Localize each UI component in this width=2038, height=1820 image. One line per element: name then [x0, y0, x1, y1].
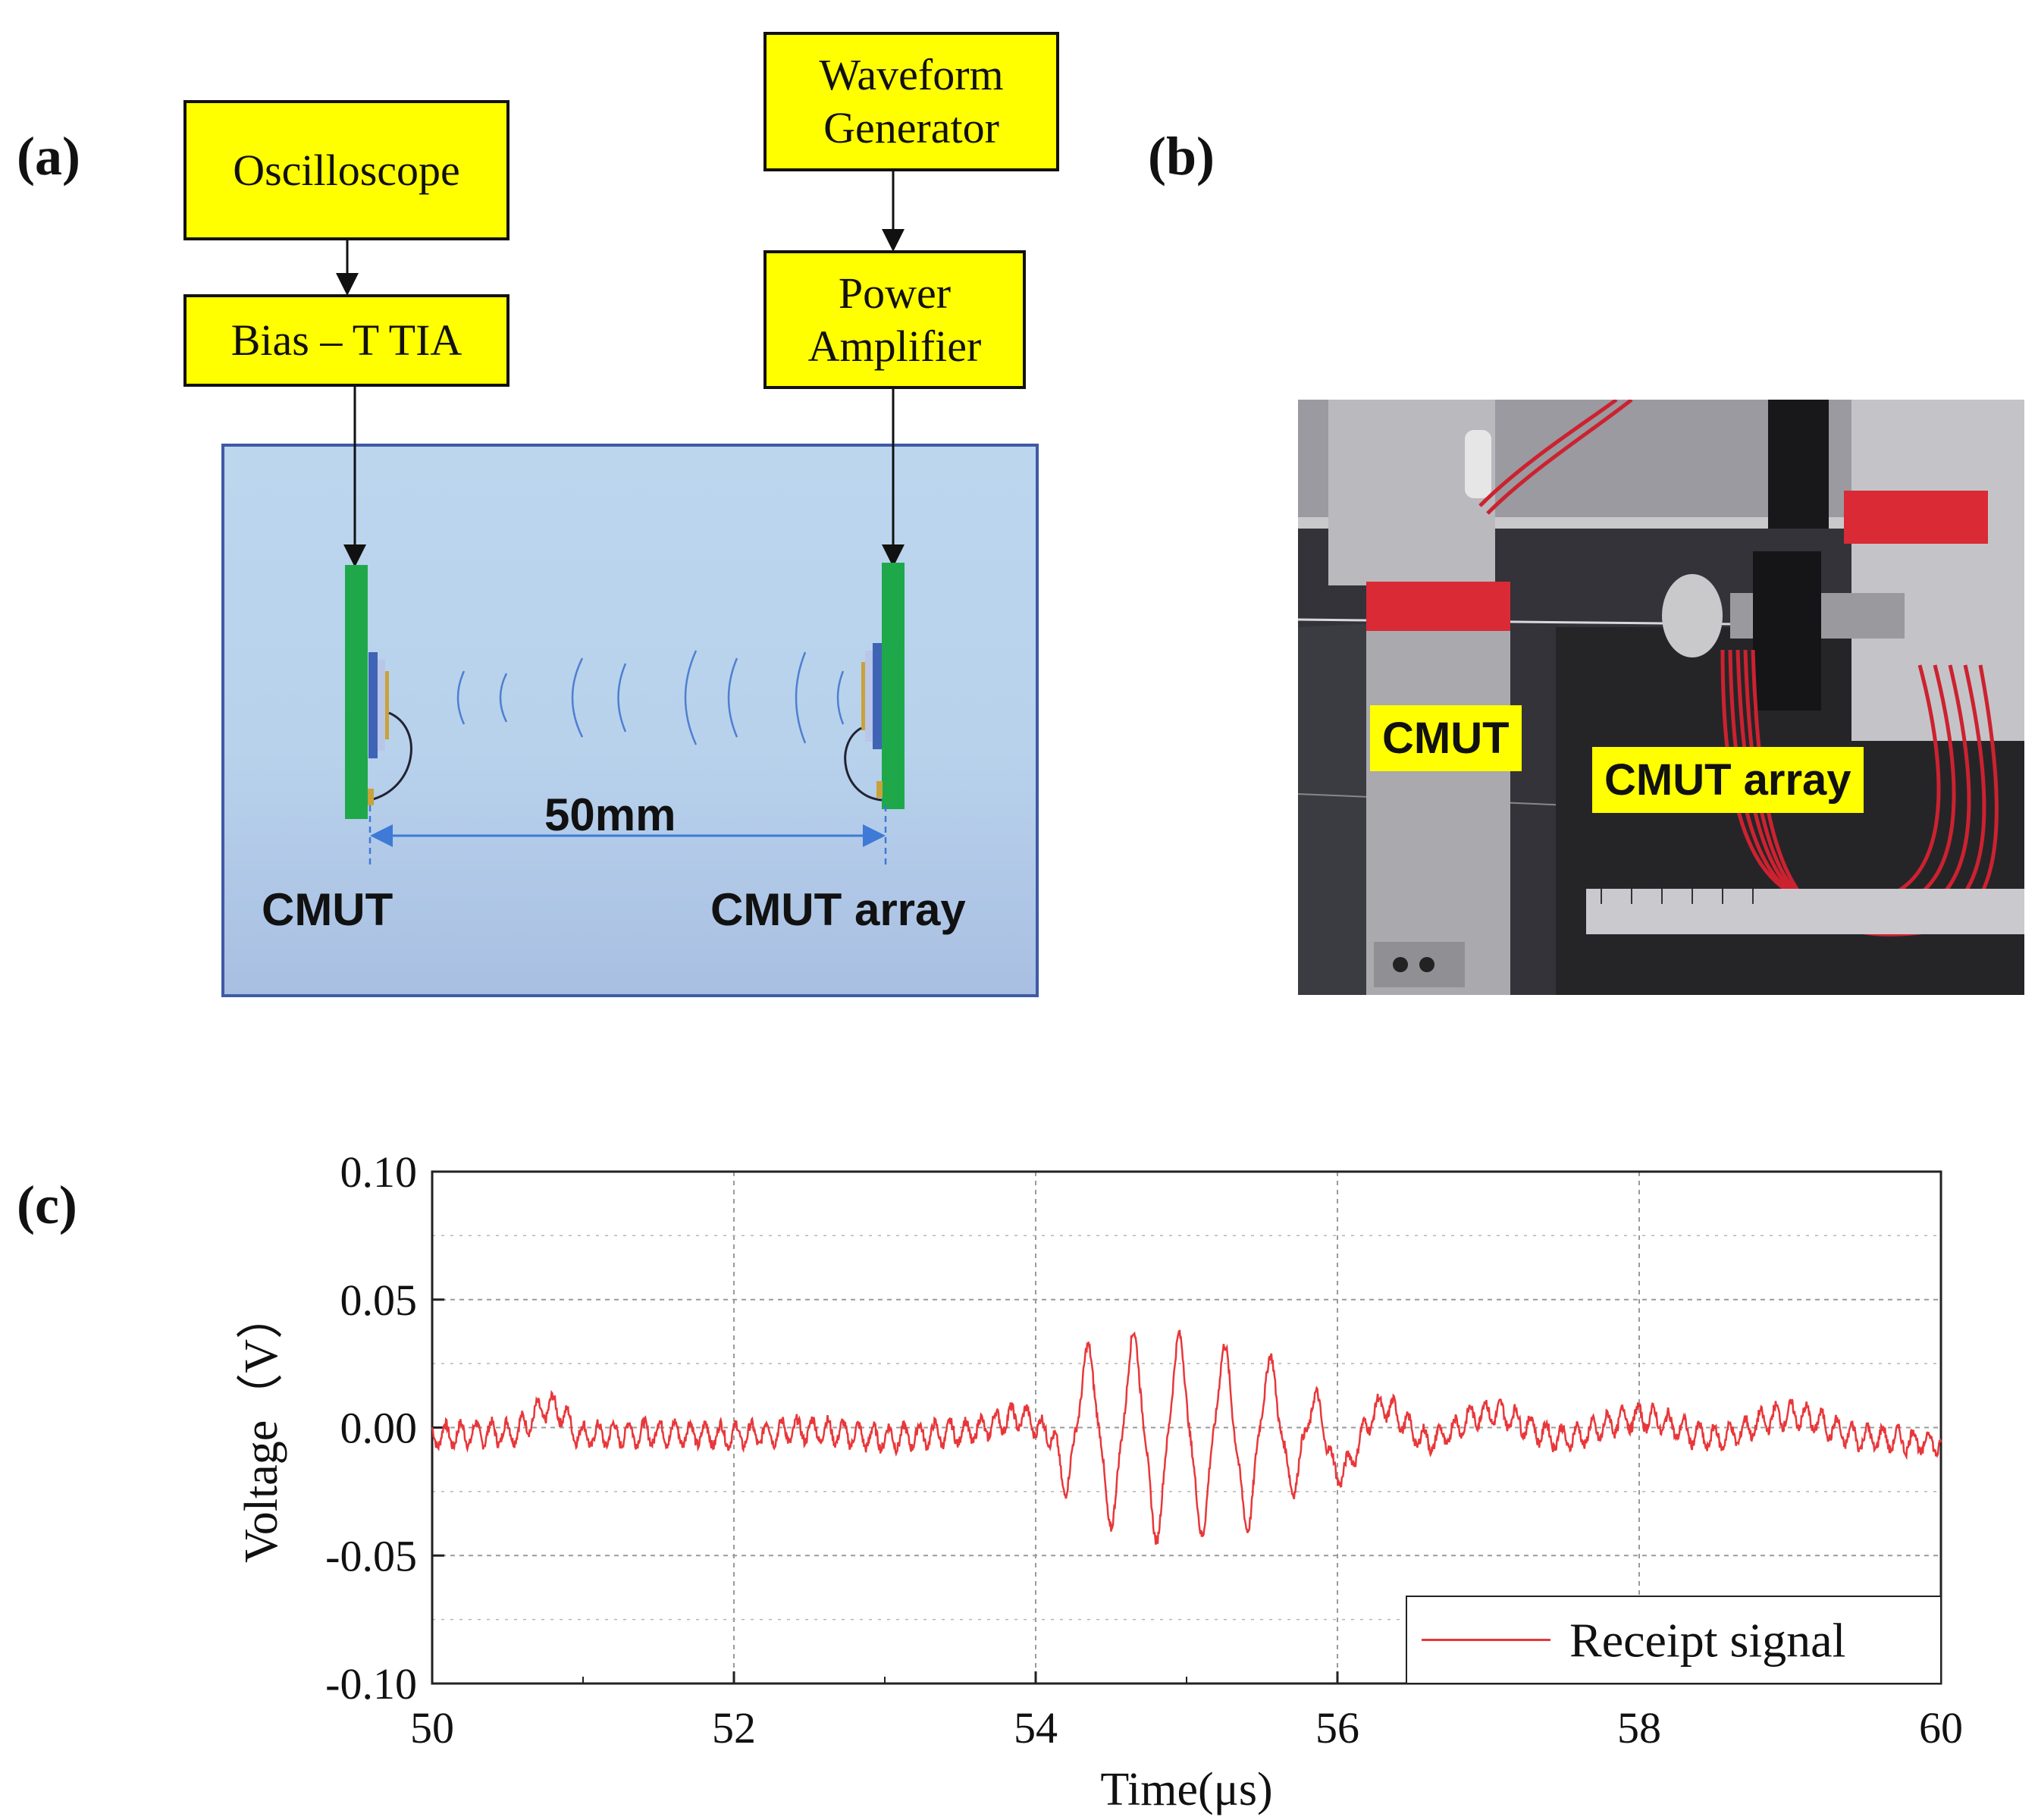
panel-label-b: (b) — [1148, 126, 1215, 187]
y-tick-label: 0.10 — [340, 1147, 418, 1197]
waveform-generator-box: Waveform Generator — [763, 32, 1059, 171]
x-tick-label: 56 — [1315, 1703, 1359, 1753]
power-amplifier-label-line2: Amplifier — [807, 321, 982, 371]
legend-label: Receipt signal — [1569, 1614, 1845, 1668]
cmut-array-device-right — [844, 563, 905, 809]
photo-tag-cmut-array: CMUT array — [1592, 747, 1864, 813]
y-tick-label: 0.00 — [340, 1404, 418, 1453]
x-tick-label: 58 — [1617, 1703, 1661, 1753]
x-tick-label: 50 — [410, 1703, 454, 1753]
oscilloscope-box: Oscilloscope — [183, 100, 510, 240]
y-tick-label: -0.10 — [325, 1659, 417, 1709]
waveform-generator-label-line2: Generator — [823, 103, 999, 152]
photo-tag-cmut: CMUT — [1370, 705, 1522, 771]
receipt-signal-chart: 50 52 54 56 58 60 0.10 0.05 0.00 -0.05 -0.10 Recei… — [236, 1147, 1963, 1815]
x-tick-label: 54 — [1014, 1703, 1058, 1753]
y-axis-label: Voltage（V） — [236, 1292, 287, 1563]
diagram-overlay — [336, 171, 905, 864]
panel-label-a: (a) — [17, 126, 80, 187]
power-amplifier-box: Power Amplifier — [763, 250, 1026, 389]
panel-label-c: (c) — [17, 1175, 77, 1235]
acoustic-waves — [456, 650, 845, 745]
bias-tia-label: Bias – T TIA — [230, 315, 462, 366]
oscilloscope-label: Oscilloscope — [233, 145, 460, 195]
experiment-photo: CMUT CMUT array — [1298, 400, 2024, 995]
series-line-receipt-signal — [431, 1329, 1942, 1545]
cmut-device-left — [345, 565, 412, 819]
chart-legend: Receipt signal — [1406, 1596, 1942, 1684]
distance-label: 50mm — [544, 789, 676, 840]
waveform-generator-label-line1: Waveform — [819, 50, 1004, 100]
y-tick-label: 0.05 — [340, 1276, 418, 1325]
series-layer — [431, 1329, 1942, 1545]
power-amplifier-label-line1: Power — [838, 268, 952, 318]
right-device-label: CMUT array — [710, 884, 966, 935]
bias-tia-box: Bias – T TIA — [183, 294, 510, 387]
x-tick-label: 52 — [712, 1703, 756, 1753]
chart-ticks: 50 52 54 56 58 60 0.10 0.05 0.00 -0.05 -0.10 — [325, 1147, 1963, 1753]
y-tick-label: -0.05 — [325, 1531, 417, 1580]
x-axis-label: Time(μs) — [1100, 1764, 1272, 1815]
left-device-label: CMUT — [262, 884, 393, 935]
x-tick-label: 60 — [1919, 1703, 1963, 1753]
photo-illustration — [1298, 400, 2024, 995]
